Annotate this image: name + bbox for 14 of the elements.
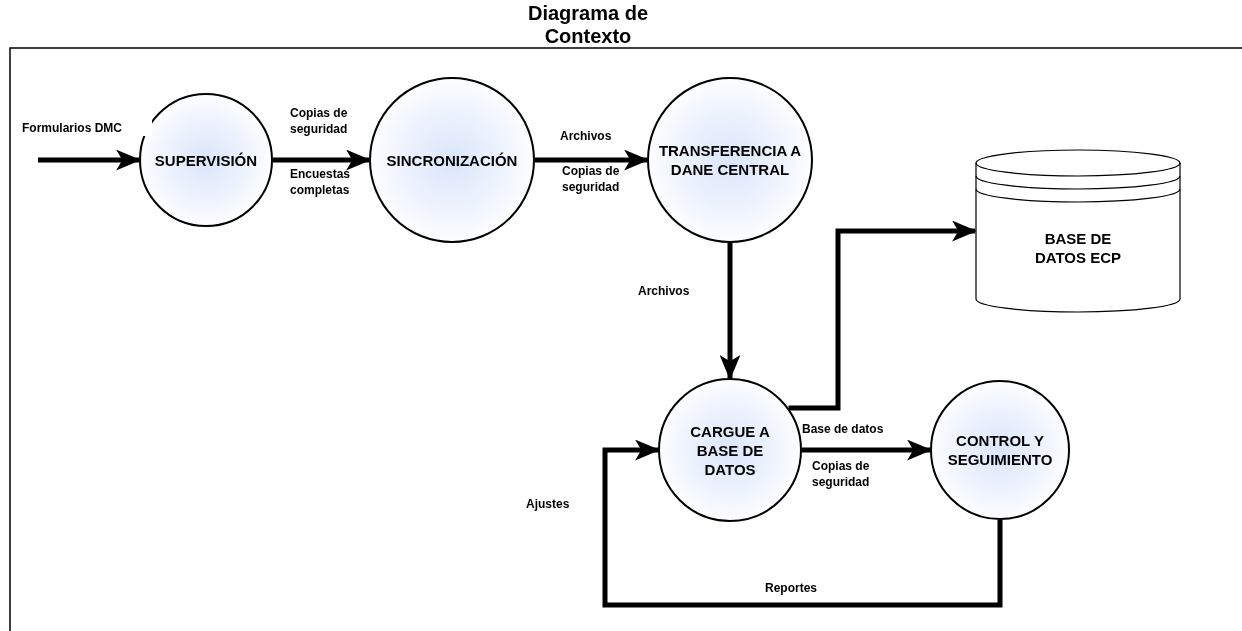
edge-label: Formularios DMC (22, 120, 152, 136)
process-label: CONTROL Y SEGUIMIENTO (946, 431, 1054, 469)
database-label: BASE DE DATOS ECP (1033, 229, 1123, 267)
diagram-title: Diagrama de Contexto (526, 2, 650, 48)
process-label: SUPERVISIÓN (153, 150, 259, 170)
flow-label: Ajustes (526, 496, 571, 512)
flow-label: Copias de seguridad (812, 458, 871, 490)
flow-label: Copias de seguridad (562, 163, 621, 195)
process-label: CARGUE A BASE DE DATOS (689, 421, 771, 479)
arrow (719, 243, 741, 381)
process-label: SINCRONIZACIÓN (385, 150, 519, 170)
arrow (602, 439, 1003, 608)
process-label: TRANSFERENCIA A DANE CENTRAL (657, 141, 803, 179)
flow-label: Encuestas completas (290, 166, 352, 198)
